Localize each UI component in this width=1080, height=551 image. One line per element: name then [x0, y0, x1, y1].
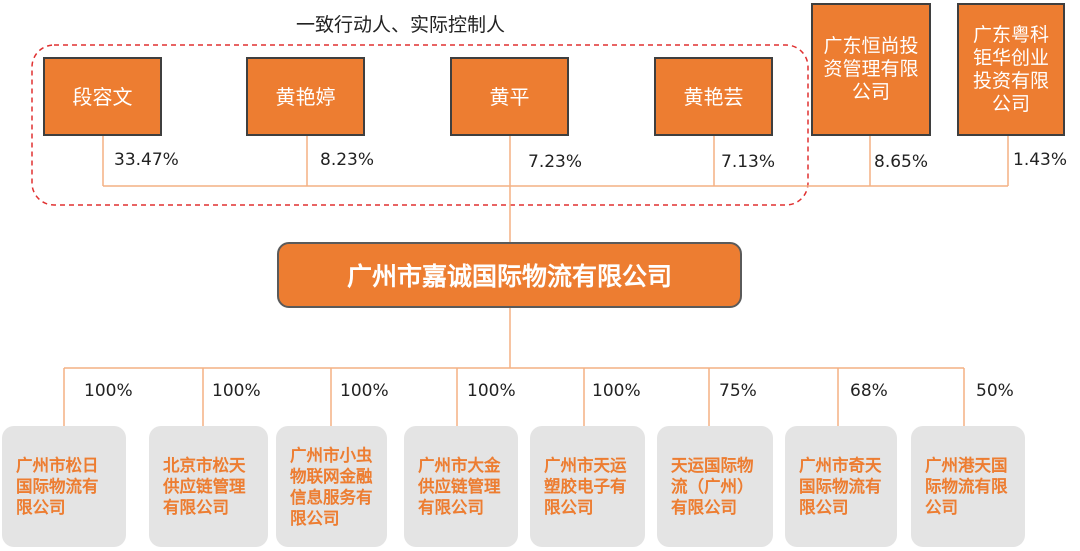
subsidiary-box: 天运国际物流（广州）有限公司	[657, 426, 773, 547]
subsidiary-name: 广州市大金供应链管理有限公司	[418, 456, 501, 517]
ownership-percentage: 1.43%	[1013, 150, 1068, 170]
ownership-percentage: 68%	[850, 381, 888, 401]
subsidiary-box: 广州市松日国际物流有限公司	[2, 426, 126, 547]
subsidiary-name: 广州市天运塑胶电子有限公司	[544, 456, 627, 517]
shareholder-box: 黄平	[450, 57, 569, 136]
ownership-percentage: 75%	[719, 381, 757, 401]
ownership-percentage: 8.65%	[874, 152, 929, 172]
subsidiary-name: 广州市奇天国际物流有限公司	[799, 456, 882, 517]
company-box: 广州市嘉诚国际物流有限公司	[277, 242, 742, 308]
ownership-percentage: 7.13%	[721, 152, 776, 172]
ownership-percentage: 100%	[592, 381, 641, 401]
subsidiary-box: 广州市奇天国际物流有限公司	[785, 426, 897, 547]
ownership-percentage: 7.23%	[528, 152, 583, 172]
ownership-percentage: 100%	[212, 381, 261, 401]
subsidiary-name: 广州市小虫物联网金融信息服务有限公司	[290, 445, 373, 528]
group-label: 一致行动人、实际控制人	[296, 14, 506, 36]
ownership-percentage: 100%	[467, 381, 516, 401]
concert-party-boundary	[31, 44, 809, 206]
shareholder-box: 段容文	[43, 57, 162, 136]
shareholder-box: 黄艳芸	[654, 57, 773, 136]
subsidiary-box: 广州市天运塑胶电子有限公司	[530, 426, 645, 547]
subsidiary-name: 广州市松日国际物流有限公司	[16, 456, 99, 517]
ownership-percentage: 50%	[976, 381, 1014, 401]
subsidiary-box: 广州港天国际物流有限公司	[911, 426, 1025, 547]
shareholder-box: 黄艳婷	[246, 57, 365, 136]
shareholder-box: 广东粤科钜华创业投资有限公司	[957, 3, 1065, 136]
ownership-percentage: 100%	[84, 381, 133, 401]
ownership-percentage: 33.47%	[114, 150, 179, 170]
subsidiary-name: 广州港天国际物流有限公司	[925, 456, 1008, 517]
subsidiary-name: 北京市松天供应链管理有限公司	[163, 456, 246, 517]
ownership-percentage: 8.23%	[320, 150, 375, 170]
shareholder-box: 广东恒尚投资管理有限公司	[811, 3, 931, 136]
subsidiary-box: 广州市大金供应链管理有限公司	[404, 426, 518, 547]
subsidiary-name: 天运国际物流（广州）有限公司	[671, 456, 754, 517]
subsidiary-box: 北京市松天供应链管理有限公司	[149, 426, 268, 547]
subsidiary-box: 广州市小虫物联网金融信息服务有限公司	[276, 426, 387, 547]
ownership-percentage: 100%	[340, 381, 389, 401]
